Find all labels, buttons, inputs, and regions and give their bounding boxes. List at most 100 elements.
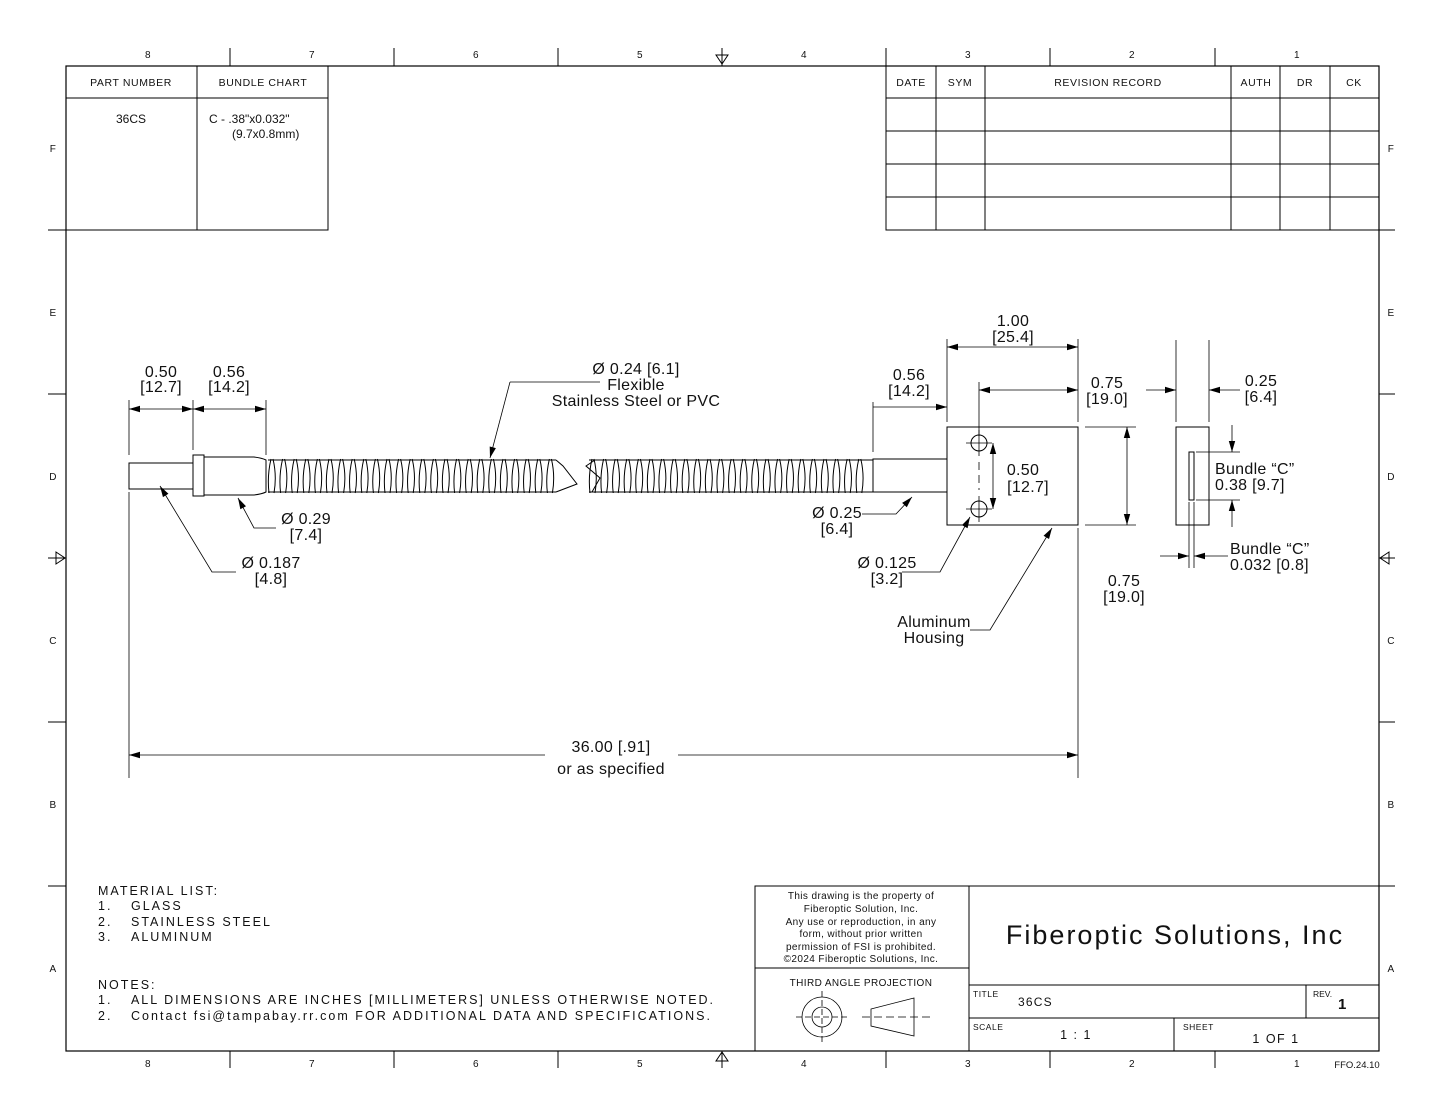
dim-housing-width: 1.00 bbox=[997, 313, 1029, 330]
zone-row-labels-right: F E D C B A bbox=[1387, 144, 1395, 975]
dimension-lines bbox=[128, 339, 1240, 778]
zone-col-1: 1 bbox=[1294, 50, 1300, 61]
dim-hole-dia-mm: [3.2] bbox=[871, 571, 904, 588]
form-code: FFO.24.10 bbox=[1334, 1060, 1379, 1071]
dim-hole-offset-mm: [19.0] bbox=[1086, 391, 1128, 408]
scale-value: 1 : 1 bbox=[1060, 1028, 1092, 1042]
dimension-arrows bbox=[129, 343, 1236, 759]
zone-row-a: A bbox=[1387, 964, 1394, 975]
dimension-arrowhead bbox=[1194, 552, 1205, 560]
dimension-arrowhead bbox=[1178, 552, 1189, 560]
zone-row-e: E bbox=[1387, 308, 1394, 319]
label-housing-2: Housing bbox=[904, 630, 965, 647]
zone-col-2: 2 bbox=[1129, 50, 1135, 61]
dim-hole-spacing: 0.50 bbox=[1007, 462, 1039, 479]
bundle-labels: Bundle “C” 0.38 [9.7] Bundle “C” 0.032 [… bbox=[1215, 461, 1309, 574]
property-line: form, without prior written bbox=[799, 929, 922, 940]
part-number-value: 36CS bbox=[116, 112, 146, 126]
bundle-chart-header: BUNDLE CHART bbox=[219, 77, 308, 89]
sheath-right bbox=[585, 458, 873, 494]
dimension-arrowhead bbox=[989, 443, 997, 454]
leader-arrowhead bbox=[238, 498, 246, 510]
dimension-arrowhead bbox=[1165, 386, 1176, 394]
dim-ferrule-dia-mm: [7.4] bbox=[290, 527, 323, 544]
scale-label: SCALE bbox=[973, 1022, 1003, 1032]
dimension-arrowhead bbox=[129, 751, 140, 759]
zone-col-5: 5 bbox=[637, 1059, 643, 1070]
zone-row-c: C bbox=[49, 636, 57, 647]
bundle-chart-table: PART NUMBER BUNDLE CHART 36CS C - .38"x0… bbox=[65, 65, 329, 231]
dim-ferrule-length: 0.56 bbox=[213, 364, 245, 381]
leader-arrowhead bbox=[902, 497, 912, 508]
dimension-arrowhead bbox=[193, 405, 204, 413]
zone-col-4: 4 bbox=[801, 50, 807, 61]
dim-side-thickness: 0.25 bbox=[1245, 373, 1277, 390]
property-line: Fiberoptic Solution, Inc. bbox=[804, 904, 919, 915]
material-item-num: 2. bbox=[98, 915, 112, 929]
title-value: 36CS bbox=[1018, 995, 1053, 1009]
leader-arrowhead bbox=[160, 486, 169, 498]
dim-overall-note: or as specified bbox=[557, 761, 665, 778]
notes: NOTES: 1. ALL DIMENSIONS ARE INCHES [MIL… bbox=[98, 978, 713, 1023]
dimension-arrowhead bbox=[1123, 427, 1131, 438]
rev-value: 1 bbox=[1338, 996, 1346, 1013]
rev-label: REV. bbox=[1313, 989, 1332, 999]
dim-housing-height-mm: [19.0] bbox=[1103, 589, 1145, 606]
rev-ck-header: CK bbox=[1346, 77, 1362, 89]
dim-tip-length-mm: [12.7] bbox=[140, 379, 182, 396]
dimension-arrowhead bbox=[989, 498, 997, 509]
bundle-slot bbox=[1188, 451, 1195, 501]
label-bundle-c-2: Bundle “C” bbox=[1230, 541, 1309, 558]
dim-sheath-material: Stainless Steel or PVC bbox=[552, 393, 720, 410]
rev-dr-header: DR bbox=[1297, 77, 1313, 89]
dim-end-sleeve-dia: Ø 0.25 bbox=[812, 505, 862, 522]
dim-tip-length: 0.50 bbox=[145, 364, 177, 381]
bundle-chart-line2: (9.7x0.8mm) bbox=[232, 127, 299, 141]
title-label: TITLE bbox=[973, 989, 999, 999]
note-text: Contact fsi@tampabay.rr.com FOR ADDITION… bbox=[131, 1009, 712, 1023]
zone-row-d: D bbox=[1387, 472, 1395, 483]
material-item-num: 1. bbox=[98, 899, 112, 913]
dim-side-thickness-mm: [6.4] bbox=[1245, 389, 1278, 406]
sheet-value: 1 OF 1 bbox=[1252, 1032, 1299, 1046]
material-list-title: MATERIAL LIST: bbox=[98, 884, 219, 898]
zone-row-b: B bbox=[49, 800, 56, 811]
part-number-header: PART NUMBER bbox=[90, 77, 172, 89]
dim-housing-height: 0.75 bbox=[1108, 573, 1140, 590]
material-item-num: 3. bbox=[98, 930, 112, 944]
label-bundle-c-1: Bundle “C” bbox=[1215, 461, 1294, 478]
zone-col-6: 6 bbox=[473, 1059, 479, 1070]
zone-row-f: F bbox=[1388, 144, 1395, 155]
dim-bundle-length: 0.38 [9.7] bbox=[1215, 477, 1285, 494]
sheath-left bbox=[267, 458, 578, 494]
note-num: 2. bbox=[98, 1009, 112, 1023]
dimension-labels: 0.50 [12.7] 0.56 [14.2] Ø 0.24 [6.1] Fle… bbox=[140, 313, 1277, 778]
dimension-arrowhead bbox=[1067, 751, 1078, 759]
material-item-text: GLASS bbox=[131, 899, 183, 913]
leader-arrowhead bbox=[961, 517, 970, 529]
zone-column-labels-bottom: 8 7 6 5 4 3 2 1 bbox=[145, 1059, 1300, 1070]
zone-ticks bbox=[48, 48, 1395, 1068]
leader-arrowhead bbox=[489, 446, 496, 458]
dimension-arrowhead bbox=[1067, 386, 1078, 394]
dimension-arrowhead bbox=[129, 405, 140, 413]
glass-tip bbox=[128, 462, 194, 490]
end-sleeve bbox=[872, 458, 948, 493]
zone-row-b: B bbox=[1387, 800, 1394, 811]
dim-sheath-dia: Ø 0.24 [6.1] bbox=[592, 361, 679, 378]
dimension-arrowhead bbox=[979, 386, 990, 394]
dim-ferrule-dia: Ø 0.29 bbox=[281, 511, 331, 528]
dim-sheath-flexible: Flexible bbox=[607, 377, 665, 394]
dimension-arrowhead bbox=[1209, 386, 1220, 394]
rev-auth-header: AUTH bbox=[1241, 77, 1272, 89]
sheath-spiral bbox=[267, 458, 556, 494]
dim-end-sleeve-length: 0.56 bbox=[893, 367, 925, 384]
third-angle-projection-icon bbox=[796, 991, 930, 1043]
material-item-text: STAINLESS STEEL bbox=[131, 915, 272, 929]
dim-overall-length: 36.00 [.91] bbox=[572, 739, 651, 756]
dimension-arrowhead bbox=[1228, 500, 1236, 511]
ferrule-collar bbox=[192, 454, 205, 497]
rev-date-header: DATE bbox=[896, 77, 926, 89]
rev-record-header: REVISION RECORD bbox=[1054, 77, 1162, 89]
